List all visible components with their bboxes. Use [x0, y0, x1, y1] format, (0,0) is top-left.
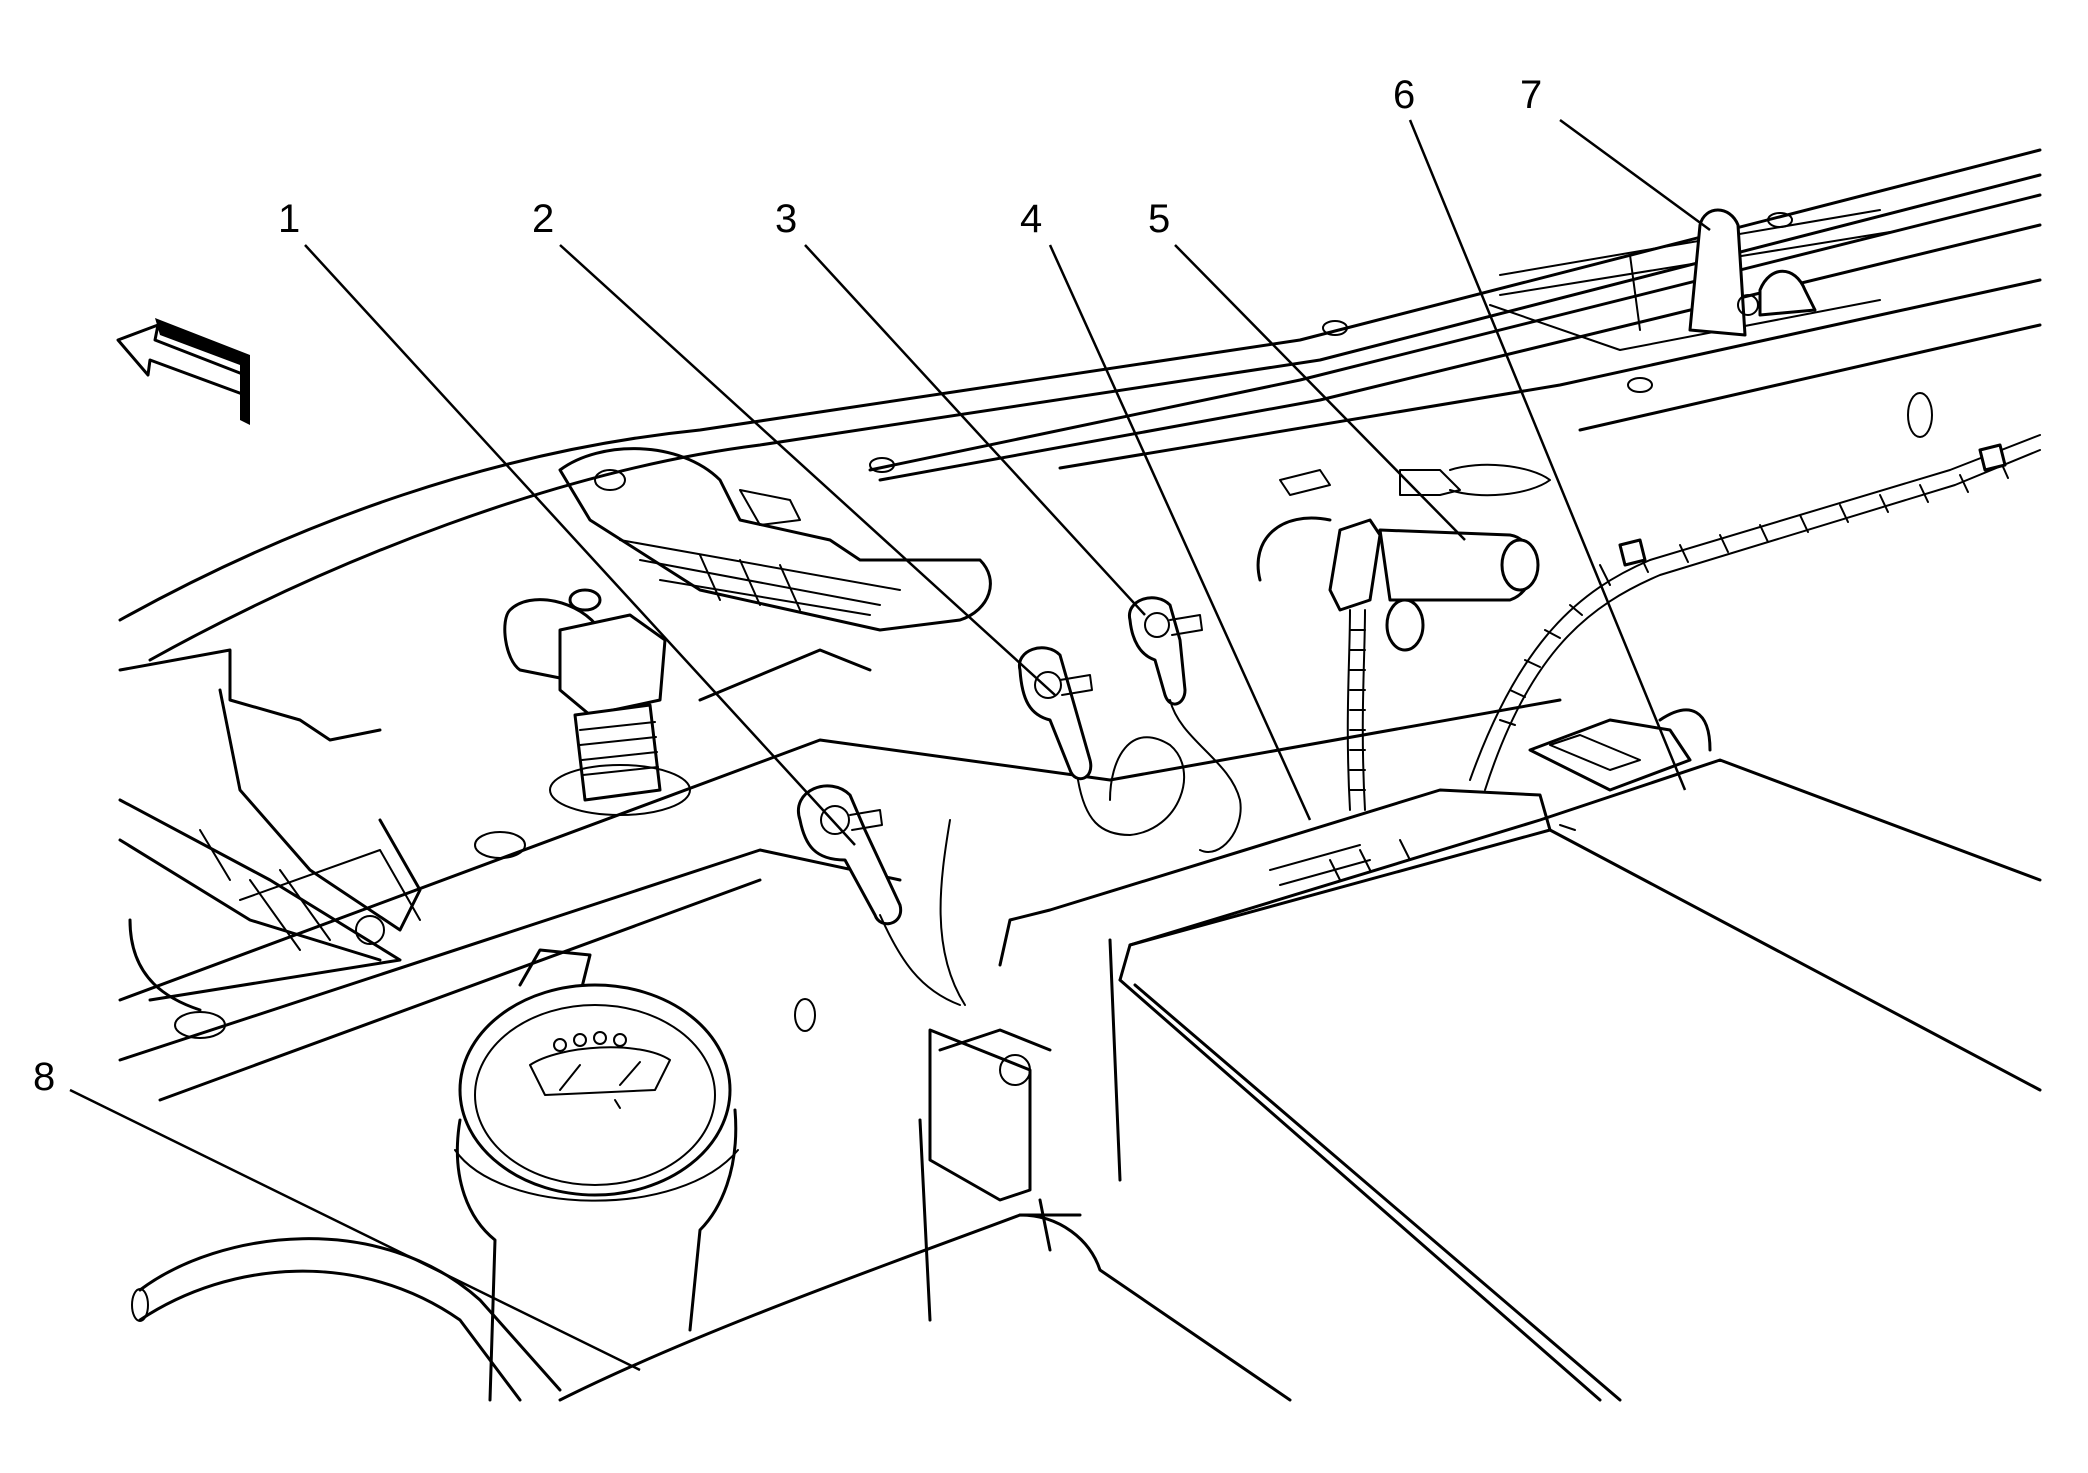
front-direction-arrow-icon [116, 318, 250, 425]
leader-lines [69, 118, 1711, 1372]
battery-tray-bracket [558, 1028, 1292, 1402]
callout-7: 7 [1520, 73, 1542, 117]
left-strut-tower [118, 648, 422, 1012]
radiator-support-brace [118, 648, 1562, 1102]
callout-3: 3 [775, 197, 797, 241]
leader-2 [559, 244, 1056, 696]
callout-4: 4 [1020, 197, 1042, 241]
leader-3 [804, 244, 1146, 616]
upper-intake-panel [558, 447, 992, 632]
callout-1: 1 [278, 197, 300, 241]
ground-stud-1 [796, 784, 966, 1006]
underhood-fuse-block [998, 708, 1712, 1182]
ground-stud-3 [1128, 596, 1242, 853]
callout-8: 8 [33, 1055, 55, 1099]
washer-reservoir [454, 948, 739, 1402]
leader-1 [304, 244, 856, 846]
leader-5 [1174, 244, 1466, 541]
wiring-harness [1469, 434, 2041, 791]
hood-hinge-bracket [1629, 208, 1817, 337]
callout-2: 2 [532, 197, 554, 241]
leader-4 [1048, 244, 1312, 821]
callout-5: 5 [1148, 197, 1170, 241]
leader-7 [1559, 118, 1711, 232]
washer-symbol-icon [529, 1031, 671, 1109]
coolant-hose [131, 1237, 562, 1402]
callout-6: 6 [1393, 73, 1415, 117]
callout-labels: 1 2 3 4 5 6 7 8 [33, 73, 1542, 1099]
leader-8 [69, 1088, 641, 1372]
wiring-connector [1256, 463, 1551, 811]
ignition-module [503, 588, 691, 816]
cowl-panel [118, 148, 2042, 662]
leader-6 [1408, 119, 1687, 791]
battery [1118, 758, 2042, 1402]
